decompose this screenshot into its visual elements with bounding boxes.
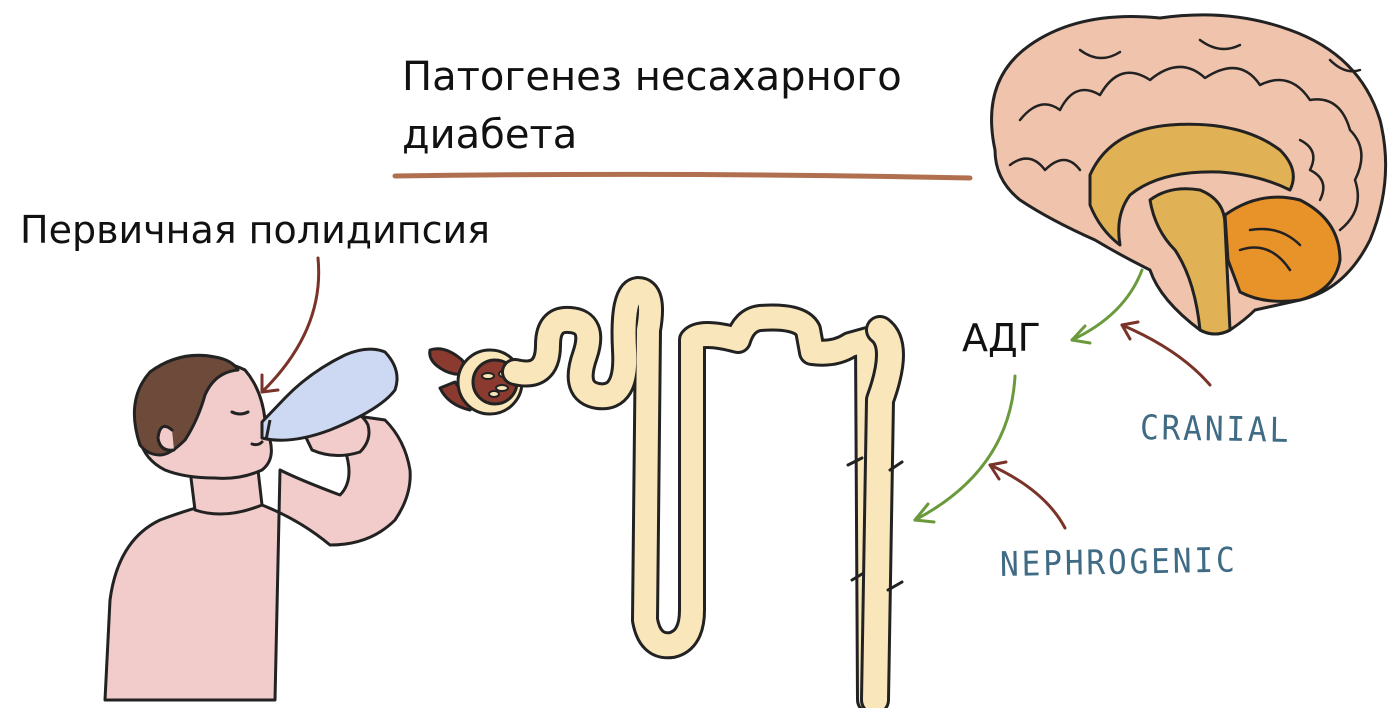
adh-label: АДГ — [962, 316, 1041, 360]
cranial-label: CRANIAL — [1140, 408, 1292, 451]
brain-icon — [992, 15, 1386, 334]
nephrogenic-pointer-arrow — [990, 465, 1065, 528]
adh-to-kidney-arrowhead — [915, 504, 934, 522]
polydipsia-arrow — [262, 258, 319, 392]
nephrogenic-label: NEPHROGENIC — [1000, 540, 1238, 584]
title-rule — [395, 174, 970, 178]
nephron-icon — [430, 290, 902, 700]
cranial-pointer-arrow — [1122, 325, 1210, 385]
adh-to-kidney-arrow — [915, 376, 1015, 520]
primary-polydipsia-label: Первичная полидипсия — [20, 208, 490, 252]
diagram-title: Патогенез несахарного диабета — [402, 48, 922, 164]
